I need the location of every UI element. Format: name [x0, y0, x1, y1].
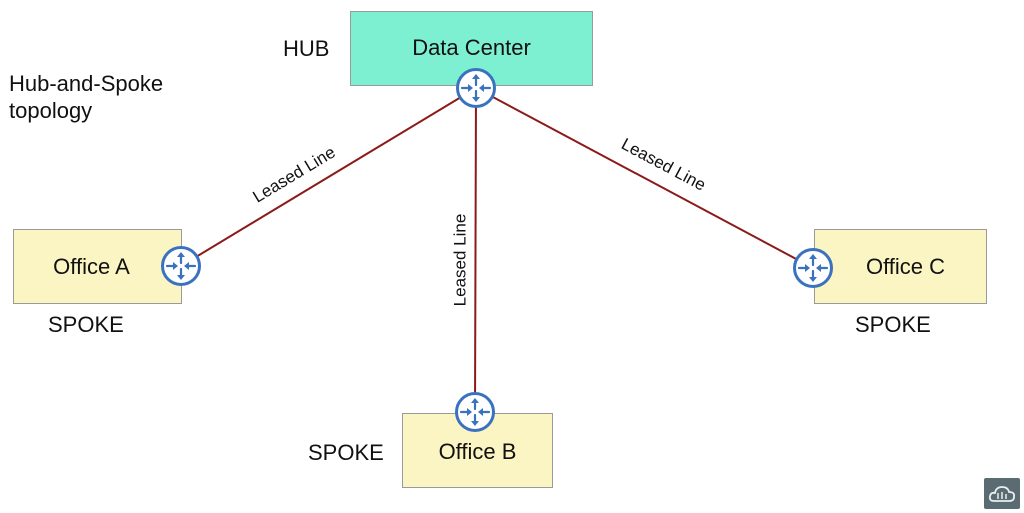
cloud-logo-icon	[984, 478, 1020, 509]
spoke-office-c[interactable]: Office C	[814, 229, 987, 304]
router-arrows-icon	[460, 74, 492, 102]
router-icon-office-b[interactable]	[455, 392, 495, 432]
router-arrows-icon	[165, 252, 197, 280]
hub-role-label: HUB	[283, 36, 330, 61]
spoke-office-a[interactable]: Office A	[13, 229, 182, 304]
office-c-name: Office C	[865, 253, 946, 279]
router-arrows-icon	[459, 398, 491, 426]
hub-name: Data Center	[412, 34, 531, 60]
hub-data-center[interactable]: Data Center	[350, 11, 593, 86]
link-hub-office-c	[475, 87, 814, 269]
router-icon-office-a[interactable]	[161, 246, 201, 286]
office-c-role-label: SPOKE	[855, 312, 931, 337]
router-icon-hub[interactable]	[456, 68, 496, 108]
link-hub-office-a	[180, 87, 477, 267]
router-arrows-icon	[797, 254, 829, 282]
title-line-2: topology	[9, 98, 93, 123]
title-line-1: Hub-and-Spoke	[9, 71, 164, 96]
cloud-logo-glyph	[988, 485, 1016, 502]
link-hub-office-b	[474, 87, 477, 413]
router-icon-office-c[interactable]	[793, 248, 833, 288]
office-a-name: Office A	[53, 253, 130, 279]
office-b-role-label: SPOKE	[308, 440, 384, 465]
office-a-role-label: SPOKE	[48, 312, 124, 337]
diagram-title: Hub-and-Spoke topology	[9, 70, 163, 124]
link-label-office-b: Leased Line	[450, 213, 470, 307]
office-b-name: Office B	[438, 438, 517, 464]
